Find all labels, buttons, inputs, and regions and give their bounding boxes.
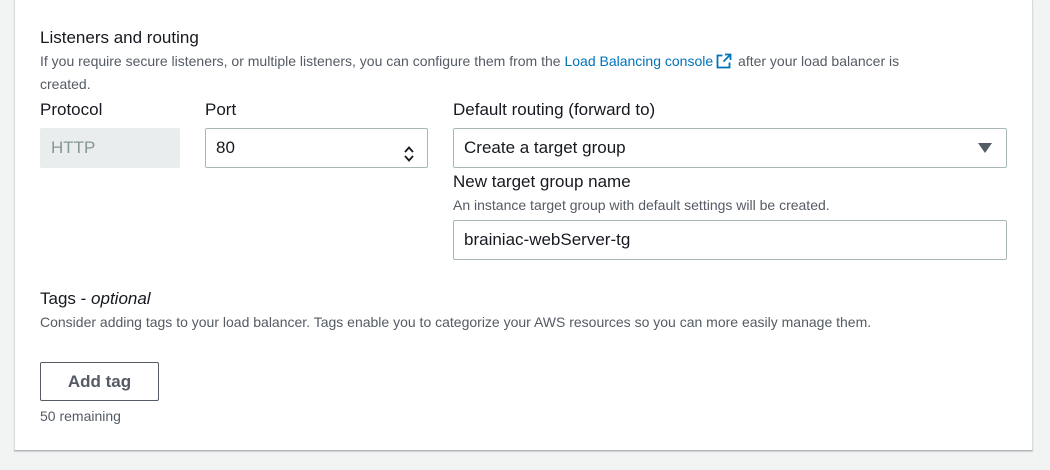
listeners-panel: Listeners and routing If you require sec… — [14, 0, 1033, 451]
tags-title-text: Tags - — [40, 289, 92, 308]
listeners-desc-tail: after your load balancer is — [734, 53, 900, 69]
listeners-desc-line2: created. — [40, 76, 91, 92]
load-balancing-console-link[interactable]: Load Balancing console — [564, 53, 714, 69]
default-routing-select[interactable]: Create a target group — [453, 128, 1007, 168]
tags-title: Tags - optional — [40, 288, 151, 310]
add-tag-button[interactable]: Add tag — [40, 362, 159, 401]
listeners-title: Listeners and routing — [40, 28, 199, 47]
tags-remaining: 50 remaining — [40, 408, 121, 424]
external-link-icon[interactable] — [716, 53, 732, 74]
caret-down-icon — [978, 143, 992, 153]
port-value: 80 — [216, 138, 235, 157]
tags-description: Consider adding tags to your load balanc… — [40, 314, 872, 330]
target-group-description: An instance target group with default se… — [453, 197, 830, 213]
target-group-name-value: brainiac-webServer-tg — [464, 230, 631, 249]
port-input[interactable]: 80 — [205, 128, 428, 168]
listeners-description: If you require secure listeners, or mult… — [40, 51, 1000, 94]
target-group-name-label: New target group name — [453, 172, 631, 191]
default-routing-label: Default routing (forward to) — [453, 100, 656, 119]
protocol-label: Protocol — [40, 100, 103, 119]
stepper-icon[interactable] — [403, 139, 415, 177]
target-group-name-input[interactable]: brainiac-webServer-tg — [453, 220, 1007, 260]
protocol-field: HTTP — [40, 128, 180, 168]
listeners-desc-text: If you require secure listeners, or mult… — [40, 53, 565, 69]
default-routing-value: Create a target group — [464, 138, 626, 157]
tags-title-optional: optional — [91, 289, 151, 308]
port-label: Port — [205, 100, 237, 119]
